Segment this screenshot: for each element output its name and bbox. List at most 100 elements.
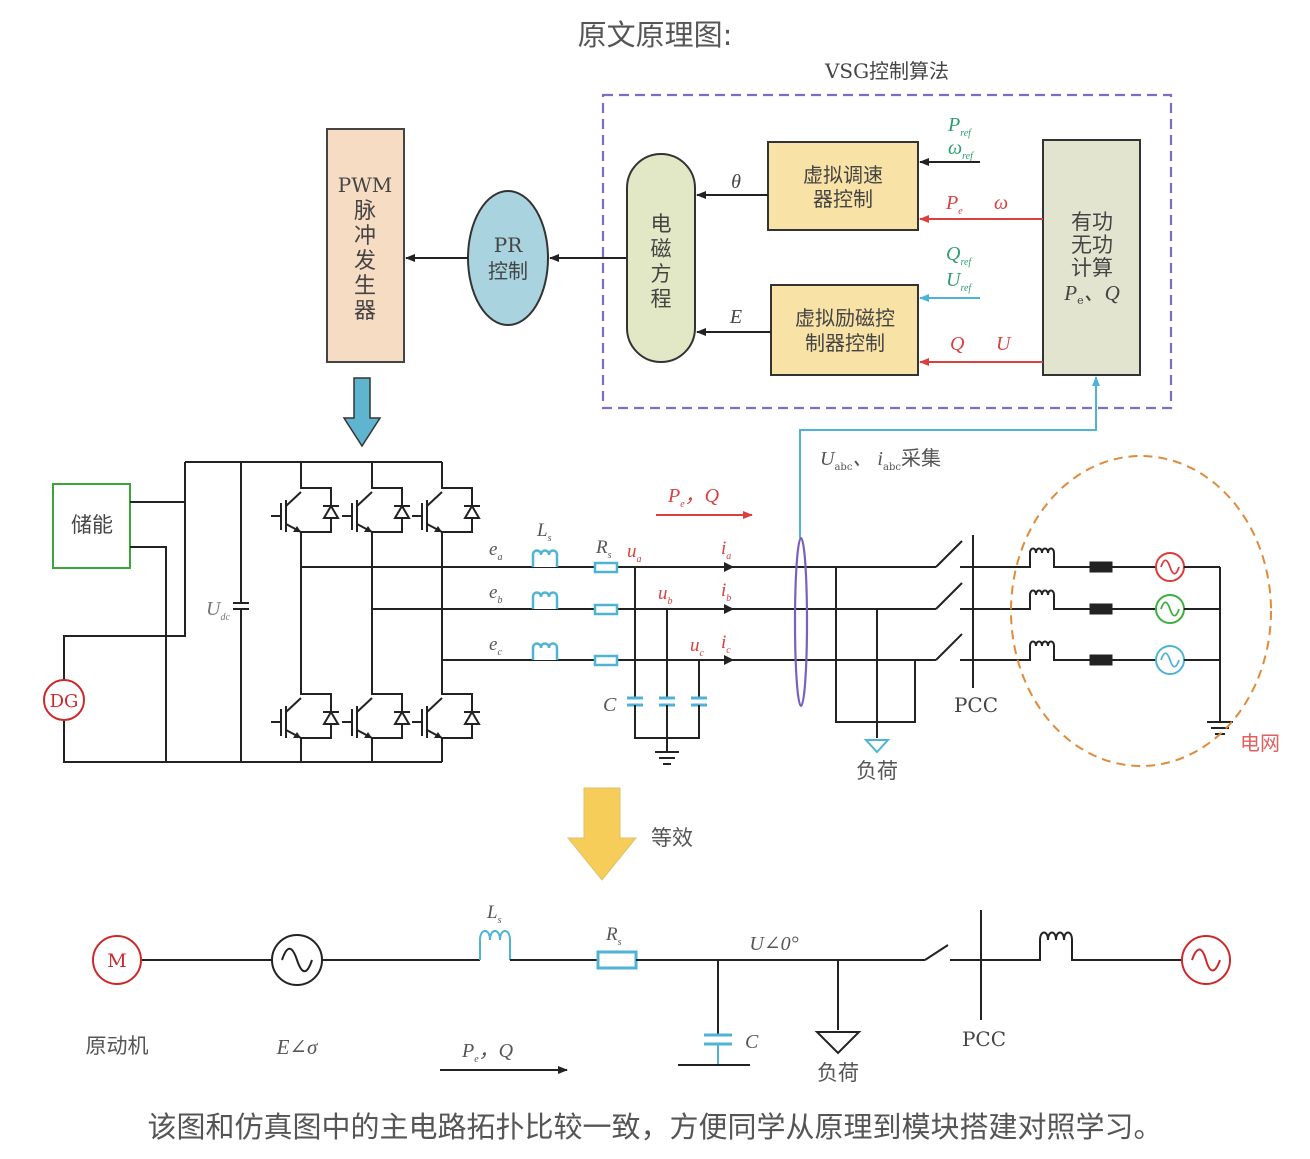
equiv-cap-label: C (745, 1031, 759, 1053)
em-char-0: 电 (651, 212, 672, 236)
virtual-governor-block: 虚拟调速 器控制 (767, 141, 919, 231)
uref-label: Uref (946, 269, 972, 294)
igbt-lower-2 (412, 676, 481, 756)
sampling-label: Uabc、 iabc采集 (820, 446, 941, 473)
excitation-line1: 虚拟励磁控 (795, 306, 895, 330)
equiv-inductor (479, 930, 511, 960)
filter-components (531, 549, 619, 667)
qref-label: Qref (946, 243, 972, 268)
pr-label: PR (494, 233, 523, 257)
grid-inductor-2 (1016, 640, 1090, 661)
sampling-feedback-line (799, 376, 1100, 538)
igbt-lower-0 (271, 676, 340, 756)
virtual-excitation-block: 虚拟励磁控 制器控制 (770, 284, 919, 376)
power-calc-block: 有功 无功 计算 Pe、Q (1042, 139, 1141, 376)
theta-label: θ (731, 171, 741, 193)
grid-resistor-0 (1089, 561, 1113, 573)
cap-label: C (603, 694, 617, 716)
equiv-rs-label: Rs (605, 924, 622, 948)
emf-label: E∠σ (276, 1035, 319, 1059)
rs-label: Rs (595, 537, 612, 561)
vsg-label: VSG控制算法 (824, 59, 949, 83)
grid-inductor-1 (1016, 589, 1090, 610)
dg-label: DG (50, 691, 79, 712)
grid-boundary (1010, 455, 1272, 767)
load-icon (863, 739, 891, 754)
igbt-lower-1 (342, 676, 411, 756)
ub-label: ub (658, 583, 673, 607)
e-label: E (729, 306, 742, 328)
em-char-1: 磁 (651, 237, 672, 261)
vsg-control-box (601, 93, 1173, 410)
igbt-bridge (271, 462, 481, 762)
current-arrow-a (724, 562, 734, 572)
q-label: Q (950, 333, 965, 355)
equivalent-label: 等效 (651, 826, 693, 850)
equiv-power-flow-label: Pe，Q (461, 1040, 514, 1065)
storage-block: 储能 (52, 483, 131, 569)
equiv-ls-label: Ls (486, 902, 502, 926)
resistor-2 (593, 654, 619, 667)
eb-label: eb (489, 582, 502, 606)
governor-line1: 虚拟调速 (803, 163, 883, 187)
pr-control-block: PR 控制 (467, 190, 549, 326)
down-arrow-icon (342, 377, 382, 448)
voltage-label: U∠0° (749, 933, 798, 955)
ua-label: ua (627, 541, 642, 565)
breaker-switch-2 (935, 633, 963, 661)
ib-label: ib (721, 580, 731, 604)
grid-inductor-0 (1016, 547, 1090, 568)
ea-label: ea (489, 539, 502, 563)
pwm-char-3: 生 (354, 274, 376, 299)
ls-label: Ls (536, 520, 552, 544)
motor-icon: M (92, 935, 142, 985)
ic-label: ic (721, 632, 731, 656)
equiv-grid-inductor (1030, 931, 1182, 961)
uc-label: uc (690, 635, 705, 659)
omega-label: ω (994, 192, 1008, 214)
ac-source-icon (271, 934, 323, 986)
calc-line-1: 无功 (1071, 233, 1113, 257)
excitation-line2: 制器控制 (805, 331, 885, 355)
ec-label: ec (489, 634, 502, 658)
governor-line2: 器控制 (813, 187, 873, 211)
breaker-switches (935, 537, 1016, 664)
dg-source: DG (43, 679, 85, 721)
pwm-label: PWM (338, 173, 393, 197)
calc-line-3: Pe、Q (1063, 281, 1120, 307)
motor-label: M (107, 950, 126, 972)
em-equation-block: 电 磁 方 程 (626, 153, 696, 363)
equivalent-arrow-icon (566, 787, 638, 881)
pwm-char-4: 器 (354, 299, 376, 324)
storage-label: 储能 (71, 513, 113, 537)
pwm-generator-block: PWM 脉 冲 发 生 器 (326, 128, 405, 363)
resistor-1 (593, 603, 619, 616)
grid-source-icon (1181, 935, 1231, 985)
pwm-char-0: 脉 (354, 199, 376, 224)
power-flow-label: Pe，Q (667, 485, 720, 510)
calc-line-2: 计算 (1071, 256, 1113, 280)
grid-phases (1016, 547, 1220, 675)
pref-label: Pref (947, 114, 972, 139)
igbt-upper-2 (412, 470, 481, 550)
equiv-pcc-label: PCC (962, 1027, 1006, 1051)
u-label: U (996, 333, 1012, 355)
equiv-resistor (596, 950, 638, 970)
grid-resistor-1 (1089, 603, 1113, 615)
prime-mover-label: 原动机 (86, 1034, 149, 1058)
inductor-0 (531, 549, 559, 567)
current-sensor (793, 536, 809, 708)
breaker-switch-0 (935, 540, 963, 568)
ground-icon (655, 751, 679, 765)
equiv-load-icon (814, 1031, 862, 1055)
load-label: 负荷 (856, 759, 898, 783)
grid-resistor-2 (1089, 654, 1113, 666)
igbt-upper-1 (342, 470, 411, 550)
ia-label: ia (721, 538, 731, 562)
caption: 该图和仿真图中的主电路拓扑比较一致，方便同学从原理到模块搭建对照学习。 (147, 1110, 1163, 1144)
page-title: 原文原理图: (577, 18, 733, 52)
pcc-label: PCC (954, 693, 998, 717)
current-arrow-c (724, 655, 734, 665)
igbt-upper-0 (271, 470, 340, 550)
